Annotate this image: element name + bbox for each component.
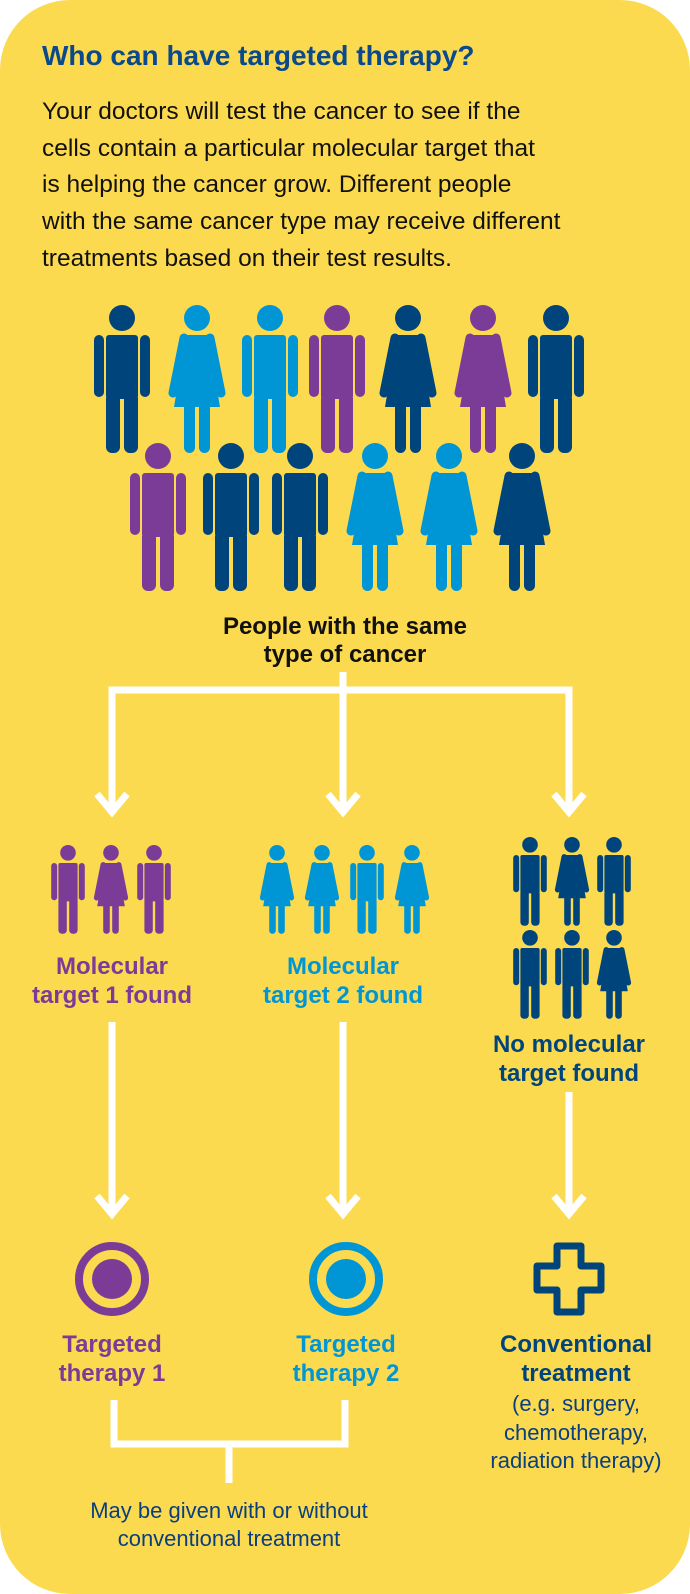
branch-3-label: No molecular [493,1031,645,1058]
conventional-treatment-label: Conventional [500,1331,652,1358]
arrow-down-icon [551,791,587,818]
population-label: People with the same [223,613,467,640]
conventional-treatment-label: treatment [521,1360,630,1387]
target-icon [75,1242,149,1316]
page-title: Who can have targeted therapy? [42,40,475,71]
arrow-down-icon [94,791,130,818]
intro-line: cells contain a particular molecular tar… [42,135,535,162]
intro-line: is helping the cancer grow. Different pe… [42,171,511,198]
arrow-down-icon [94,1193,130,1220]
intro-text: Your doctors will test the cancer to see… [41,98,561,272]
targeted-therapy-1-label: Targeted [62,1331,162,1358]
branch-2-label: Molecular [287,953,399,980]
branch-1-label: target 1 found [32,982,192,1009]
conventional-treatment-note: chemotherapy, [504,1420,648,1445]
targeted-therapy-1-label: therapy 1 [59,1360,166,1387]
population-label: type of cancer [264,641,427,668]
footnote: conventional treatment [118,1526,341,1551]
arrow-down-icon [325,791,361,818]
targeted-therapy-2-label: therapy 2 [293,1360,400,1387]
conventional-treatment-note: radiation therapy) [490,1448,661,1473]
combined-bracket [110,1400,349,1483]
plus-cross-icon [533,1242,605,1316]
branch-connector [94,672,587,818]
intro-line: with the same cancer type may receive di… [41,208,561,235]
targeted-therapy-2-label: Targeted [296,1331,396,1358]
target-icon [309,1242,383,1316]
footnote: May be given with or without [90,1498,368,1523]
branch-1-label: Molecular [56,953,168,980]
arrow-down-icon [551,1193,587,1220]
conventional-treatment-note: (e.g. surgery, [512,1391,640,1416]
intro-line: treatments based on their test results. [42,245,452,272]
branch-3-label: target found [499,1060,639,1087]
arrow-down-icon [325,1193,361,1220]
branch-2-label: target 2 found [263,982,423,1009]
treatment-arrows [94,1022,587,1220]
intro-line: Your doctors will test the cancer to see… [42,98,520,125]
